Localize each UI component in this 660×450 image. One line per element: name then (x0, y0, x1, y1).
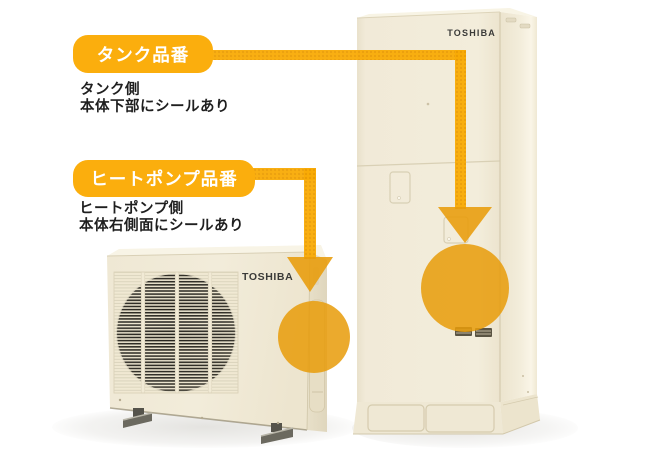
heatpump-arrow-down-icon (287, 257, 333, 292)
tank-access-panel-upper (389, 171, 411, 204)
tank-panel-seam (356, 160, 501, 167)
tank-screw (426, 102, 430, 106)
fan-grille (113, 271, 239, 394)
tank-brand-logo: TOSHIBA (447, 28, 496, 38)
heatpump-foot-left (122, 408, 153, 428)
heatpump-brand-logo: TOSHIBA (242, 271, 293, 283)
tank-note-line2: 本体下部にシールあり (80, 98, 230, 115)
tank-note-line1: タンク側 (80, 82, 140, 98)
tank-base-front (353, 402, 503, 434)
tank-side-panel (500, 12, 537, 402)
heatpump-foot-right (260, 423, 294, 444)
tank-base-side (500, 394, 540, 434)
heatpump-sticker-highlight-circle (278, 301, 350, 373)
tank-connector-horizontal (205, 50, 466, 60)
heatpump-note: ヒートポンプ側 本体右側面にシールあり (79, 201, 244, 234)
heatpump-model-badge: ヒートポンプ品番 (73, 160, 255, 197)
tank-top-panel (357, 8, 537, 18)
tank-sticker-highlight-circle (421, 244, 509, 332)
tank-connector-vertical (455, 50, 466, 209)
heatpump-note-line2: 本体右側面にシールあり (79, 217, 244, 234)
tank-base-panel-left (367, 404, 425, 432)
heatpump-connector-vertical (304, 168, 316, 259)
heatpump-model-badge-label: ヒートポンプ品番 (90, 169, 238, 189)
heatpump-note-line1: ヒートポンプ側 (79, 201, 184, 217)
tank-model-badge: タンク品番 (73, 35, 213, 73)
tank-model-badge-label: タンク品番 (96, 44, 190, 65)
heatpump-connector-horizontal (245, 168, 316, 180)
tank-base-panel-right (425, 404, 495, 433)
tank-note: タンク側 本体下部にシールあり (80, 82, 230, 115)
heatpump-top-panel (107, 245, 327, 260)
tank-arrow-down-icon (438, 207, 492, 243)
